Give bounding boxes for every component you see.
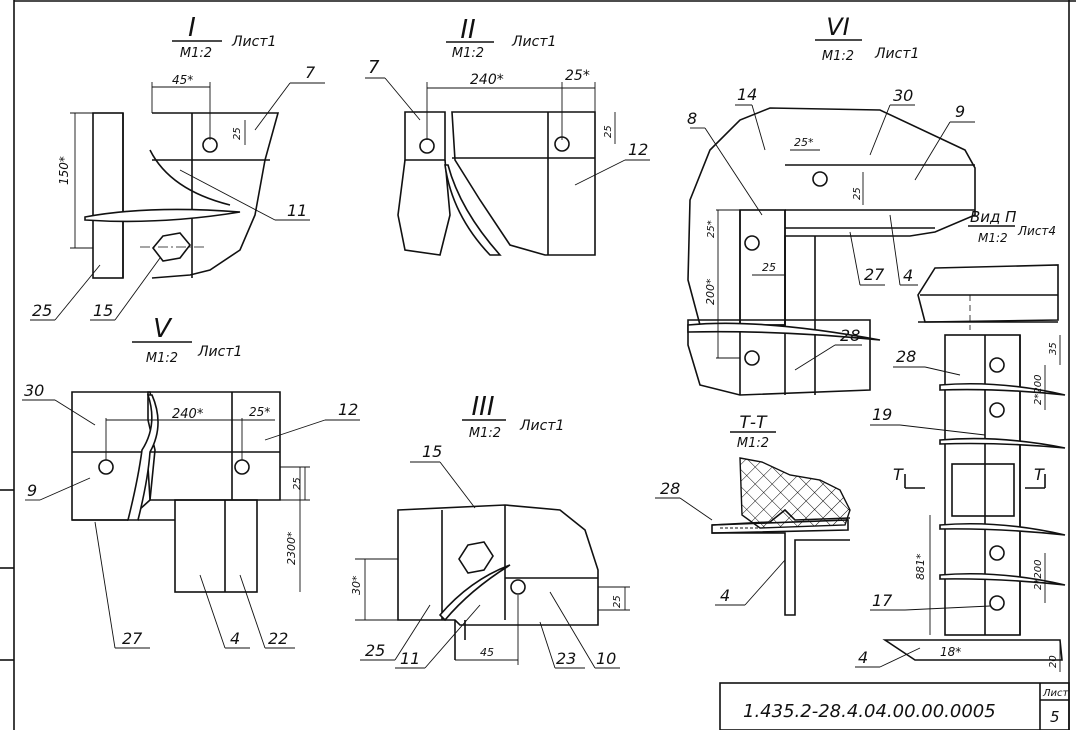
svg-text:Лист1: Лист1 [231, 34, 276, 50]
view-P-title: Вид П М1:2 Лист4 [968, 208, 1056, 245]
svg-text:М1:2: М1:2 [180, 46, 212, 61]
svg-text:25: 25 [852, 187, 863, 200]
svg-text:22: 22 [268, 629, 288, 648]
svg-text:II: II [460, 15, 475, 45]
svg-text:Т: Т [1034, 465, 1045, 484]
svg-text:VI: VI [826, 13, 850, 41]
svg-text:М1:2: М1:2 [822, 49, 854, 64]
svg-text:150*: 150* [57, 156, 71, 185]
svg-text:8: 8 [687, 109, 697, 128]
svg-text:М1:2: М1:2 [452, 46, 484, 61]
svg-text:25: 25 [32, 301, 52, 320]
svg-text:200*: 200* [704, 278, 717, 305]
view-II: II М1:2 Лист1 240* 25* 25 7 12 [365, 15, 650, 256]
svg-text:2*200: 2*200 [1033, 375, 1044, 405]
section-TT-title: Т-Т М1:2 [730, 413, 776, 451]
view-II-title: II М1:2 Лист1 [446, 15, 556, 61]
svg-text:25: 25 [762, 261, 776, 274]
svg-text:25: 25 [603, 125, 614, 138]
svg-text:30: 30 [24, 381, 44, 400]
svg-text:Лист1: Лист1 [511, 34, 556, 50]
svg-text:9: 9 [27, 481, 37, 500]
svg-text:Лист1: Лист1 [519, 418, 564, 434]
view-V: V М1:2 Лист1 240* 25* 25 2300* 30 12 [22, 314, 360, 649]
view-III: III М1:2 Лист1 30* 45 25 15 25 11 [350, 392, 630, 669]
svg-text:4: 4 [230, 629, 240, 648]
svg-text:7: 7 [305, 63, 316, 82]
sheet-number: 5 [1050, 708, 1060, 726]
view-I: I М1:2 Лист1 45* 150* 25 7 11 25 [30, 13, 325, 321]
svg-text:19: 19 [872, 405, 892, 424]
svg-text:28: 28 [840, 326, 860, 345]
svg-text:25*: 25* [706, 220, 717, 238]
svg-text:М1:2: М1:2 [146, 351, 178, 366]
view-VI-title: VI М1:2 Лист1 [815, 13, 919, 64]
svg-text:11: 11 [400, 649, 420, 668]
view-P: Вид П М1:2 Лист4 Т Т 35 2*200 [855, 208, 1066, 672]
svg-text:30*: 30* [350, 575, 363, 595]
section-TT: Т-Т М1:2 28 4 [655, 413, 851, 616]
view-VI: VI М1:2 Лист1 25* 25 25* 200* 25 14 [687, 13, 976, 396]
svg-text:Лист1: Лист1 [197, 344, 242, 360]
svg-text:28: 28 [896, 347, 916, 366]
svg-text:М1:2: М1:2 [737, 436, 769, 451]
svg-text:2300*: 2300* [285, 531, 298, 565]
svg-text:240*: 240* [172, 407, 204, 422]
document-code: 1.435.2-28.4.04.00.00.0005 [743, 701, 996, 722]
svg-text:М1:2: М1:2 [469, 426, 501, 441]
svg-text:25*: 25* [794, 136, 814, 149]
svg-text:28: 28 [660, 479, 680, 498]
svg-text:10: 10 [596, 649, 616, 668]
svg-text:Лист1: Лист1 [874, 46, 919, 62]
svg-text:45*: 45* [172, 73, 193, 87]
svg-text:III: III [471, 392, 494, 422]
svg-text:881*: 881* [914, 553, 927, 580]
svg-text:27: 27 [122, 629, 143, 648]
svg-text:14: 14 [737, 85, 757, 104]
svg-text:4: 4 [858, 648, 868, 667]
svg-text:9: 9 [955, 102, 965, 121]
svg-text:Лист4: Лист4 [1017, 224, 1056, 238]
svg-text:30: 30 [893, 86, 913, 105]
svg-text:15: 15 [422, 442, 442, 461]
svg-text:11: 11 [287, 201, 307, 220]
svg-text:25*: 25* [565, 68, 590, 84]
svg-text:12: 12 [338, 400, 358, 419]
svg-text:25: 25 [292, 477, 303, 490]
svg-text:15: 15 [93, 301, 113, 320]
svg-text:27: 27 [864, 265, 885, 284]
svg-text:2*200: 2*200 [1033, 560, 1044, 590]
view-III-title: III М1:2 Лист1 [462, 392, 564, 441]
svg-text:4: 4 [720, 586, 730, 605]
svg-text:25: 25 [612, 595, 623, 608]
svg-text:12: 12 [628, 140, 648, 159]
svg-text:45: 45 [480, 646, 494, 659]
svg-text:V: V [153, 314, 173, 344]
svg-text:17: 17 [872, 591, 893, 610]
view-I-title: I М1:2 Лист1 [172, 13, 276, 61]
svg-text:Т: Т [893, 465, 904, 484]
svg-text:Т-Т: Т-Т [740, 413, 769, 433]
svg-text:4: 4 [903, 266, 913, 285]
svg-text:18*: 18* [940, 645, 961, 659]
svg-text:М1:2: М1:2 [978, 231, 1008, 245]
title-block: 1.435.2-28.4.04.00.00.0005 Лист 5 [719, 682, 1070, 730]
svg-text:23: 23 [556, 649, 576, 668]
svg-text:240*: 240* [470, 72, 504, 88]
svg-text:7: 7 [368, 57, 380, 78]
svg-text:Вид П: Вид П [970, 208, 1016, 226]
sheet-label: Лист [1042, 688, 1070, 699]
view-V-title: V М1:2 Лист1 [132, 314, 242, 366]
svg-text:25*: 25* [249, 405, 270, 419]
svg-text:25: 25 [365, 641, 385, 660]
svg-text:35: 35 [1048, 342, 1059, 355]
svg-text:20: 20 [1048, 655, 1059, 668]
svg-text:I: I [188, 13, 196, 43]
svg-text:25: 25 [232, 127, 243, 140]
